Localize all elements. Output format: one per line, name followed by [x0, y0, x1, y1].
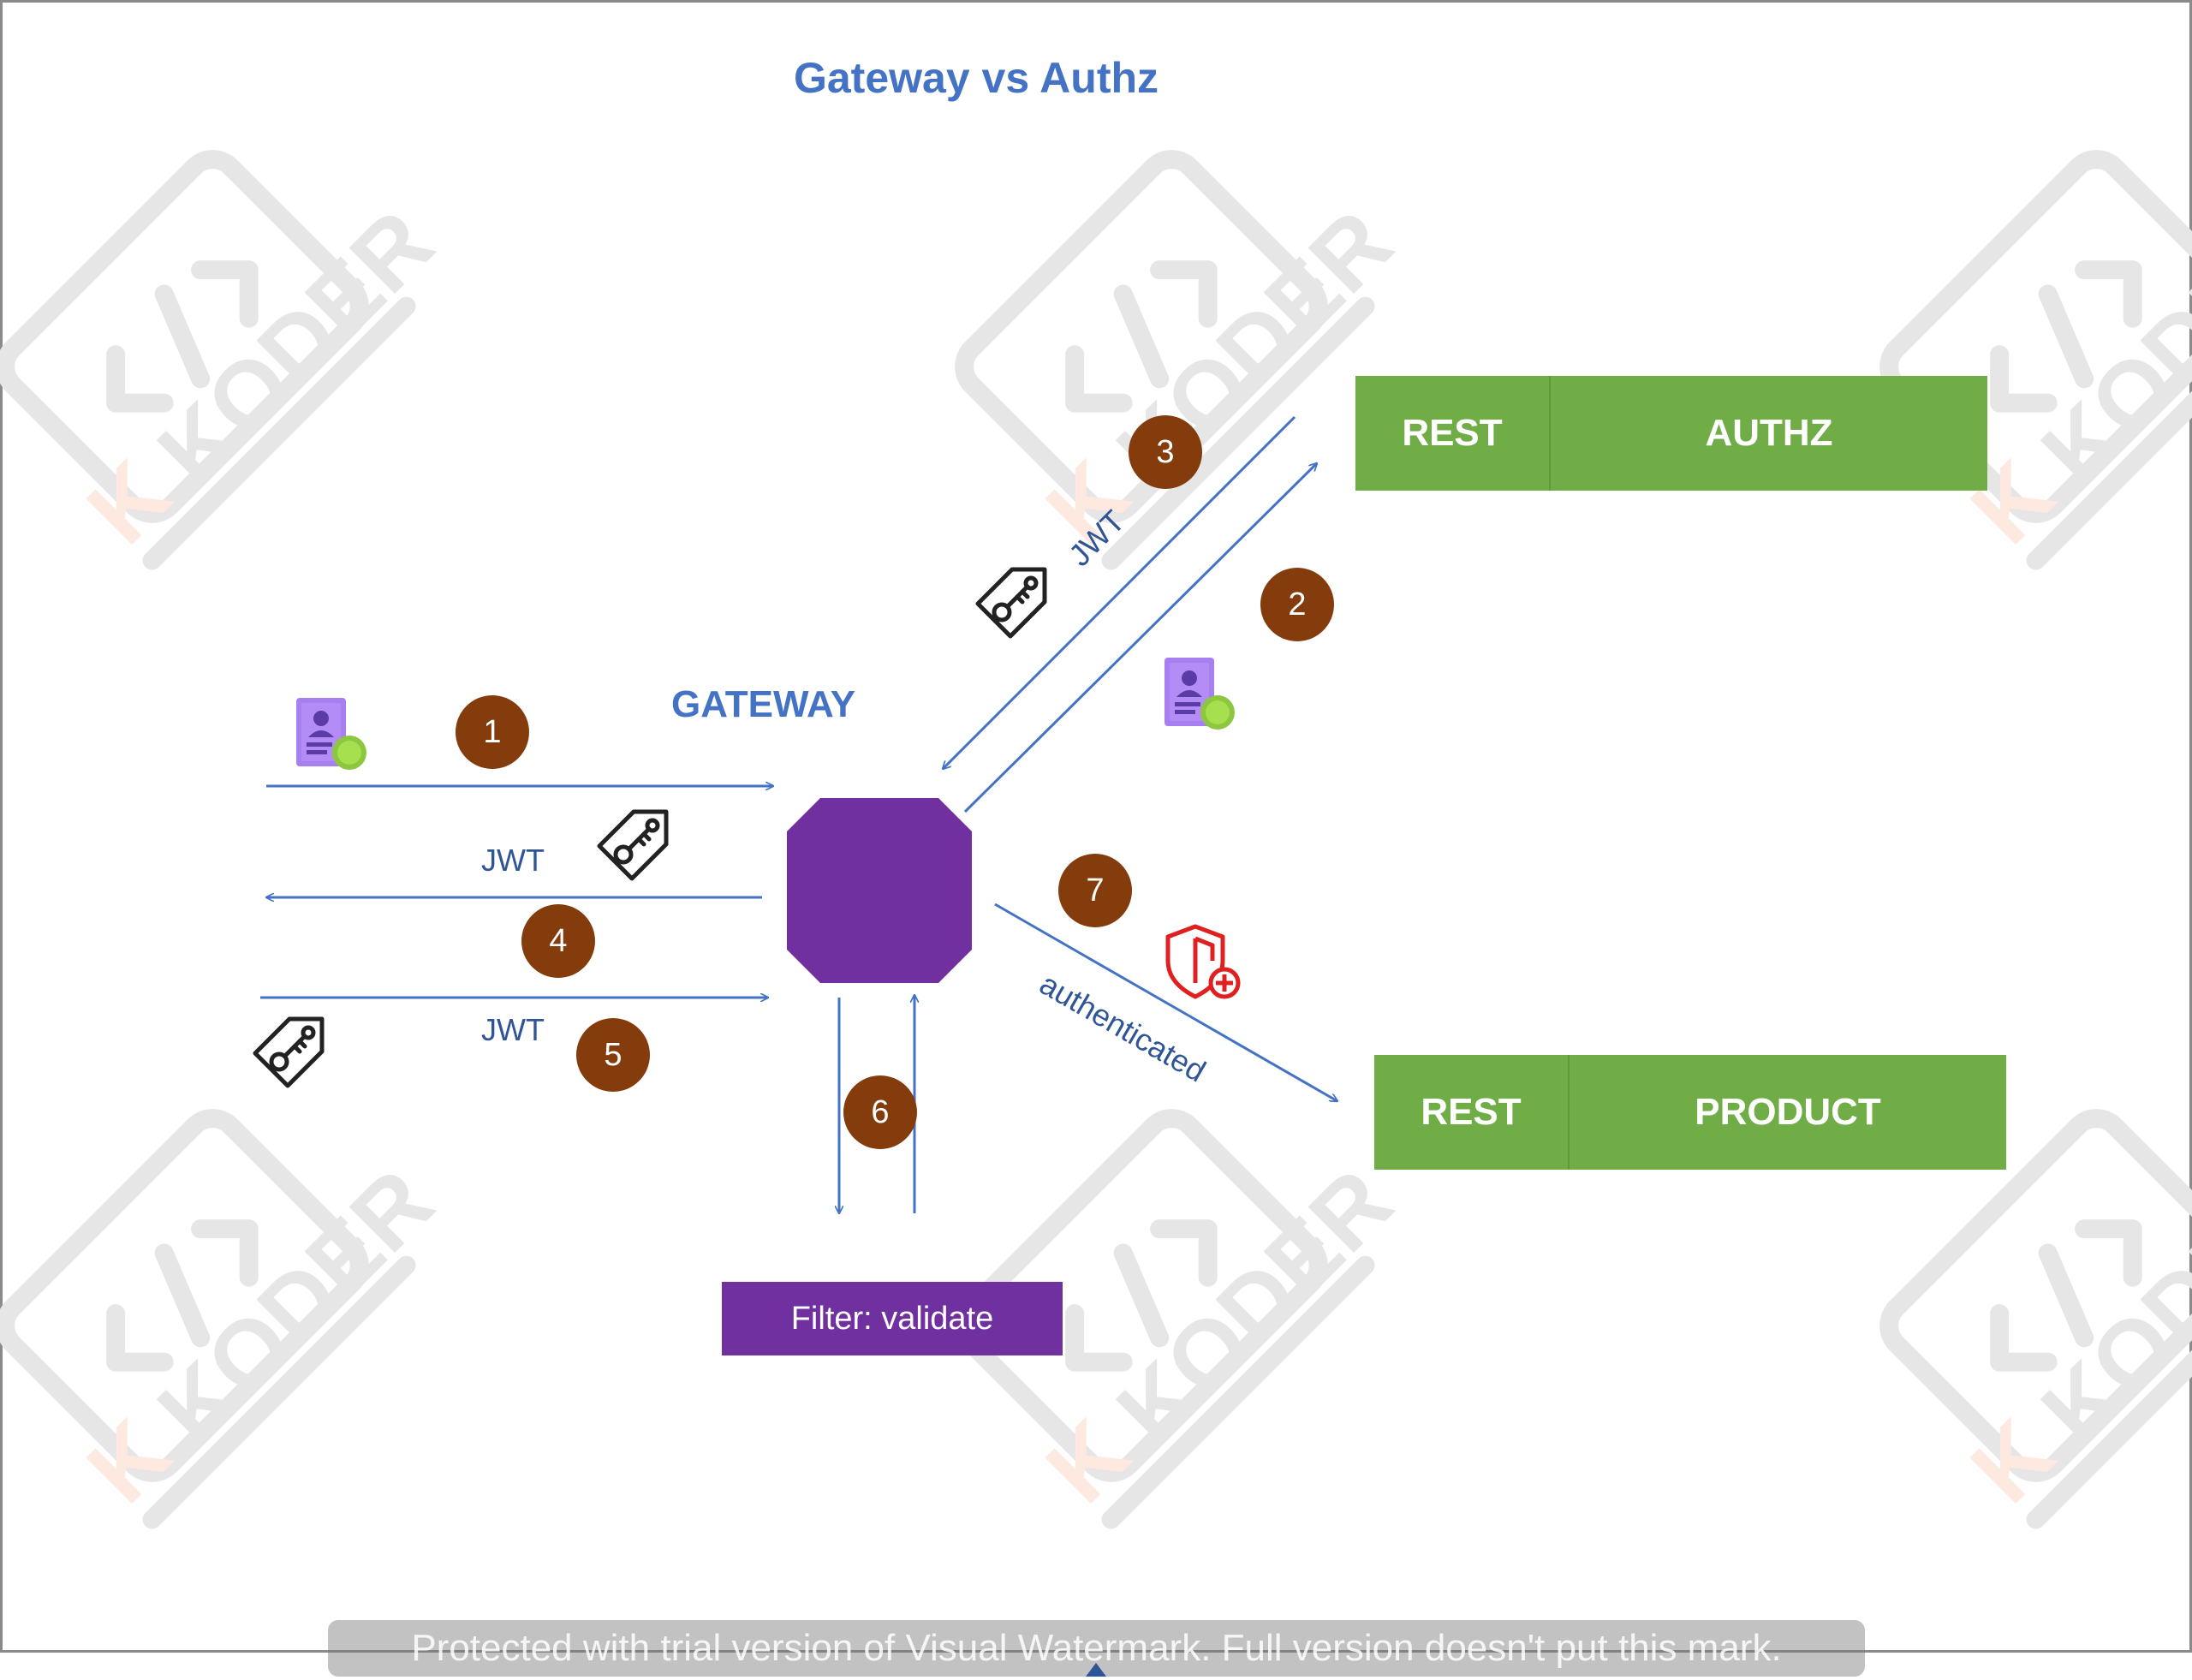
- step-badge-2: 2: [1260, 568, 1334, 641]
- step-badge-4: 4: [521, 904, 595, 978]
- authz-service-box: REST AUTHZ: [1355, 376, 1987, 491]
- step-badge-1: 1: [456, 695, 529, 769]
- jwt-label-step4: JWT: [481, 843, 545, 878]
- arrow-step7: [994, 903, 1337, 1101]
- watermark-arrow-icon: [1086, 1663, 1106, 1677]
- step-badge-6: 6: [843, 1075, 917, 1149]
- step-badge-3: 3: [1129, 415, 1202, 489]
- diagram-title: Gateway vs Authz: [793, 54, 1159, 102]
- gateway-label: GATEWAY: [671, 683, 856, 725]
- product-rest-label: REST: [1374, 1055, 1570, 1170]
- product-service-box: REST PRODUCT: [1374, 1055, 2006, 1170]
- trial-watermark-banner: Protected with trial version of Visual W…: [328, 1620, 1865, 1677]
- product-service-label: PRODUCT: [1695, 1091, 1881, 1133]
- step-badge-5: 5: [576, 1018, 650, 1092]
- jwt-label-step5: JWT: [481, 1012, 545, 1047]
- shield-plus-icon: [1165, 924, 1241, 999]
- step-badge-7: 7: [1058, 854, 1132, 927]
- gateway-octagon: [787, 798, 972, 983]
- arrow-step3: [943, 415, 1296, 769]
- arrow-step2: [963, 463, 1317, 813]
- filter-validate-box: Filter: validate: [722, 1282, 1063, 1355]
- authz-rest-label: REST: [1355, 376, 1551, 491]
- authz-service-label: AUTHZ: [1705, 412, 1833, 454]
